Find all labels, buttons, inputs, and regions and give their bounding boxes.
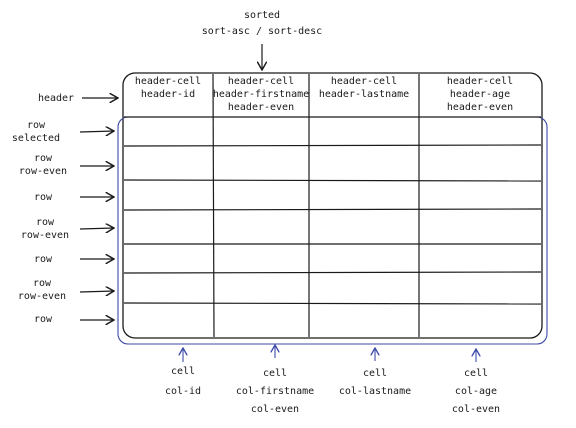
sorted-note-line2: sort-asc / sort-desc (202, 26, 322, 37)
header-cell-age-line3: header-even (447, 102, 513, 113)
header-cell-lastname-line1: header-cell (331, 76, 397, 87)
bottom-labels: cell col-id cell col-firstname col-even … (165, 366, 500, 415)
label-row-even-1-b: row-even (19, 166, 67, 177)
left-labels: header row selected row row-even row row… (12, 93, 118, 325)
label-row-even-3-a: row (33, 278, 52, 289)
row-lines (123, 116, 542, 305)
arrow-row-even-3 (79, 291, 114, 292)
header-cell-lastname-line2: header-lastname (319, 89, 409, 100)
label-row-3: row (34, 254, 53, 265)
arrow-row-even-2 (79, 228, 114, 229)
sorted-note-line1: sorted (244, 10, 280, 21)
header-cells: header-cell header-id header-cell header… (135, 76, 513, 113)
label-row-even-3-b: row-even (18, 291, 66, 302)
header-cell-id-line1: header-cell (135, 76, 201, 87)
header-cell-firstname-line2: header-firstname (213, 89, 309, 100)
header-cell-age-line1: header-cell (447, 76, 513, 87)
label-row-even-2-a: row (36, 217, 55, 228)
label-row-even-2-b: row-even (21, 230, 69, 241)
label-col-id-1: cell (171, 366, 195, 377)
header-cell-firstname-line3: header-even (228, 102, 294, 113)
label-row-4: row (34, 314, 53, 325)
label-col-firstname-1: cell (263, 368, 287, 379)
header-cell-age-line2: header-age (450, 89, 510, 100)
label-row-even-1-a: row (34, 153, 53, 164)
label-row-2: row (34, 192, 53, 203)
sorted-note: sorted sort-asc / sort-desc (202, 10, 322, 70)
header-cell-firstname-line1: header-cell (228, 76, 294, 87)
arrow-row-selected (79, 131, 114, 132)
label-col-age-1: cell (464, 368, 488, 379)
label-col-firstname-3: col-even (251, 404, 299, 415)
column-arrows (183, 345, 476, 362)
header-cell-id-line2: header-id (141, 89, 195, 100)
label-col-age-2: col-age (455, 386, 497, 397)
table-outline (122, 72, 543, 339)
label-col-lastname-2: col-lastname (339, 386, 411, 397)
label-header: header (38, 93, 74, 104)
label-row-selected-1: row (27, 120, 46, 131)
label-row-selected-2: selected (12, 133, 60, 144)
column-lines (212, 73, 420, 338)
label-col-age-3: col-even (452, 404, 500, 415)
label-col-id-2: col-id (165, 386, 201, 397)
label-col-firstname-2: col-firstname (236, 386, 314, 397)
label-col-lastname-1: cell (363, 368, 387, 379)
body-outline (117, 116, 548, 345)
